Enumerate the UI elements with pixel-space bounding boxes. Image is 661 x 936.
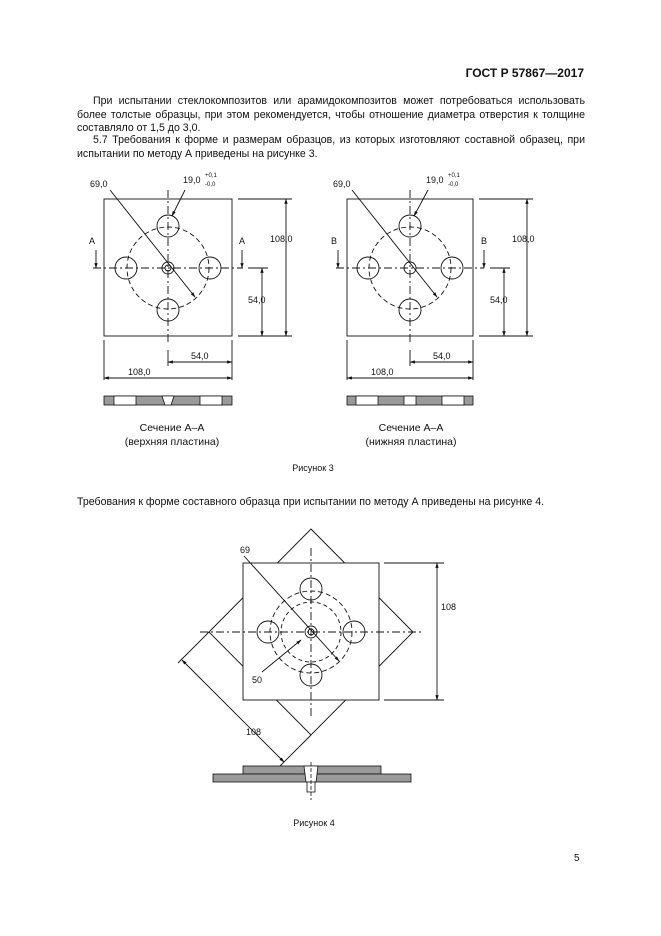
f3r-dim-width: 108,0 — [371, 367, 394, 377]
section-countersink — [161, 395, 175, 406]
f3r-dim-diag: 69,0 — [333, 179, 351, 189]
paragraph-3: Требования к форме составного образца пр… — [77, 496, 597, 510]
hole-top — [398, 214, 422, 238]
plate-outline — [346, 198, 474, 337]
plate-outline — [103, 198, 233, 337]
figure4-caption: Рисунок 4 — [293, 818, 335, 828]
f3r-tol-minus: -0,0 — [448, 182, 459, 188]
f3l-dim-width: 108,0 — [128, 367, 151, 377]
f4-dim-inner: 50 — [252, 675, 262, 685]
diag-dim-line — [351, 189, 438, 298]
f3r-dim-half-w: 54,0 — [433, 351, 451, 361]
paragraph-2-text: 5.7 Требования к форме и размерам образц… — [77, 134, 585, 160]
f3l-dim-diag: 69,0 — [90, 179, 108, 189]
figure3-left-drawing — [93, 189, 292, 380]
paragraph-1-text: При испытании стеклокомпозитов или арами… — [77, 95, 585, 134]
f3l-tol-plus: +0,1 — [205, 173, 218, 179]
f3l-dim-hole: 19,0 — [183, 175, 201, 185]
f3r-dim-hole: 19,0 — [426, 175, 444, 185]
f3l-section-sub: (верхняя пластина) — [124, 436, 220, 448]
hole-right — [440, 256, 464, 280]
f4-dim-height: 108 — [441, 602, 456, 612]
paragraph-3-text: Требования к форме составного образца пр… — [77, 496, 545, 508]
section-gap-2 — [441, 395, 465, 406]
section-gap-1 — [355, 395, 379, 406]
figure3-caption: Рисунок 3 — [292, 463, 334, 473]
f3l-dim-half-h: 54,0 — [248, 295, 266, 305]
diag-dim-line — [243, 555, 340, 662]
figure3-right-drawing — [336, 189, 533, 380]
page-number: 5 — [574, 853, 580, 864]
f3r-tol-plus: +0,1 — [448, 173, 461, 179]
hole-left — [256, 620, 280, 644]
f4-dim-diag: 69 — [240, 545, 250, 555]
f4-dim-diag-outer: 108 — [246, 727, 261, 737]
hole-top — [156, 214, 180, 238]
section-gap-center — [403, 395, 417, 406]
f3r-mark-right: B — [481, 236, 487, 246]
section-gap-2 — [199, 395, 223, 406]
diag-dim-line — [109, 189, 196, 298]
f3l-dim-half-w: 54,0 — [191, 351, 209, 361]
figure4-section — [212, 762, 412, 800]
f3l-section-title: Сечение А–А — [139, 422, 205, 434]
ext-diag-2 — [279, 734, 312, 767]
f3l-tol-minus: -0,0 — [205, 182, 216, 188]
diag-outer-dim — [181, 659, 285, 763]
ext-diag-1 — [177, 631, 210, 664]
figure4-drawing — [177, 528, 444, 767]
f3r-section-title: Сечение А–А — [378, 422, 444, 434]
section-gap-1 — [113, 395, 137, 406]
f3r-section-sub: (нижняя пластина) — [365, 436, 457, 448]
paragraph-2: 5.7 Требования к форме и размерам образц… — [77, 134, 585, 161]
figure3-left-section — [103, 395, 233, 406]
hole-dim-leader — [413, 189, 429, 217]
hole-dim-leader — [171, 189, 186, 217]
paragraph-1: При испытании стеклокомпозитов или арами… — [77, 95, 585, 136]
f3r-section-label: Сечение А–А (нижняя пластина) — [331, 421, 491, 449]
f3r-dim-half-h: 54,0 — [490, 295, 508, 305]
document-id: ГОСТ Р 57867—2017 — [465, 66, 584, 80]
f3l-mark-right: A — [239, 236, 245, 246]
f3r-dim-height: 108,0 — [512, 234, 535, 244]
f3l-mark-left: A — [89, 236, 95, 246]
f3r-mark-left: B — [331, 236, 337, 246]
figure3-right-section — [346, 395, 474, 406]
f3l-dim-height: 108,0 — [270, 234, 293, 244]
f3l-section-label: Сечение А–А (верхняя пластина) — [92, 421, 252, 449]
